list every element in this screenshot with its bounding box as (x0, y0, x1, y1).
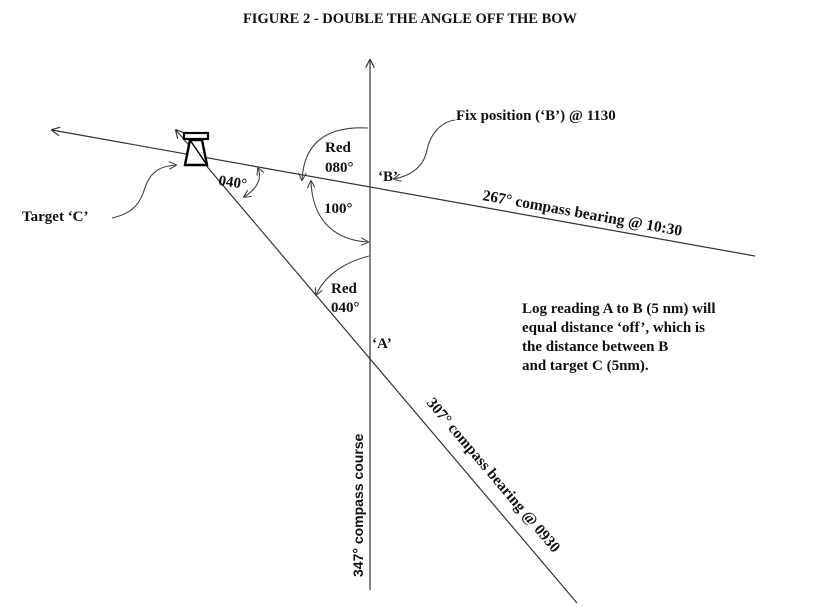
angle-arc-red-080 (302, 127, 369, 180)
angle-040-at-c: 040° (217, 173, 247, 193)
angle-red-040-line1: Red (331, 281, 357, 297)
target-c-label: Target ‘C’ (22, 209, 89, 225)
angle-red-080-line1: Red (325, 140, 351, 156)
bearing-307-label: 307° compass bearing @ 0930 (423, 395, 564, 557)
bearing-267-label: 267° compass bearing @ 10:30 (481, 187, 683, 240)
angle-red-080-line2: 080° (325, 160, 354, 176)
note-line: and target C (5nm). (522, 358, 649, 374)
note-line: equal distance ‘off’, which is (522, 320, 705, 336)
target-pointer-arrow (111, 165, 176, 219)
angle-100-label: 100° (324, 201, 353, 217)
point-a-label: ‘A’ (372, 336, 392, 352)
angle-red-040-line2: 040° (331, 300, 360, 316)
note-line: Log reading A to B (5 nm) will (522, 301, 716, 317)
lighthouse-icon (182, 131, 210, 167)
bearing-line-267 (52, 130, 756, 257)
angle-arc-040-at-c (244, 168, 259, 197)
course-347-label: 347° compass course (350, 433, 366, 577)
note-line: the distance between B (522, 339, 669, 355)
fix-pointer-arrow (394, 119, 456, 179)
angle-arc-red-040 (316, 255, 370, 295)
explanation-note: Log reading A to B (5 nm) will equal dis… (522, 300, 762, 376)
bearing-line-307 (176, 130, 578, 604)
point-b-label: ‘B’ (378, 169, 398, 185)
figure-title: FIGURE 2 - DOUBLE THE ANGLE OFF THE BOW (243, 11, 578, 27)
angle-arc-100 (311, 181, 368, 242)
fix-position-label: Fix position (‘B’) @ 1130 (456, 108, 616, 124)
